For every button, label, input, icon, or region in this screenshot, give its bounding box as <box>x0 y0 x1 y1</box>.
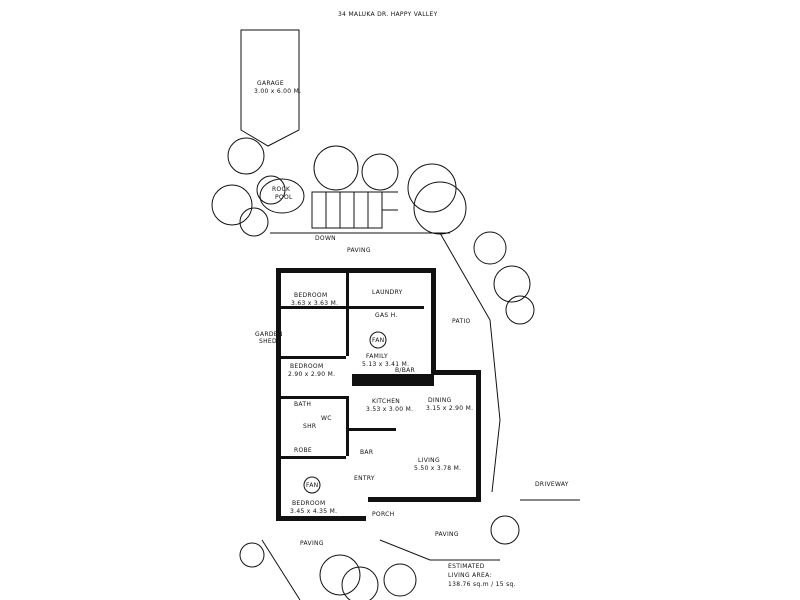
landscape-labels: DOWN PAVING PATIO GARDEN SHED DRIVEWAY P… <box>255 235 569 547</box>
family-dims: 5.13 x 3.41 M. <box>362 361 409 368</box>
fan1-label: FAN <box>372 337 384 344</box>
bedroom1-dims: 3.63 x 3.63 M. <box>291 300 338 307</box>
garage: GARAGE 3.00 x 6.00 M. <box>240 29 301 147</box>
garden-shed-label-2: SHED <box>259 338 277 345</box>
dining-name: DINING <box>428 397 452 404</box>
address-title: 34 MALUKA DR. HAPPY VALLEY <box>338 11 438 18</box>
wc-label: WC <box>321 415 332 422</box>
bath-label: BATH <box>294 401 311 408</box>
room-labels: BEDROOM 3.63 x 3.63 M. LAUNDRY GAS H. FA… <box>288 289 473 518</box>
entry-label: ENTRY <box>354 475 375 482</box>
rock-pool-label-1: ROCK <box>272 186 291 193</box>
bedroom2-name: BEDROOM <box>290 363 323 370</box>
br-bar-label: B/BAR <box>395 367 415 374</box>
rock-pool: ROCK POOL <box>259 178 305 214</box>
garden-shed-label-1: GARDEN <box>255 331 283 338</box>
living-name: LIVING <box>418 457 440 464</box>
garden-steps <box>311 191 398 229</box>
kitchen-dims: 3.53 x 3.00 M. <box>366 406 413 413</box>
tree-cluster-top <box>313 145 467 235</box>
paving-bottom-left-label: PAVING <box>300 540 324 547</box>
garage-label: GARAGE <box>257 80 284 87</box>
tree-cluster-bottom <box>239 515 520 600</box>
porch-label: PORCH <box>372 511 394 518</box>
house-walls <box>276 268 481 521</box>
fan2-label: FAN <box>306 482 318 489</box>
dining-dims: 3.15 x 2.90 M. <box>426 405 473 412</box>
estimate-line3: 138.76 sq.m / 15 sq. <box>448 581 516 588</box>
shr-label: SHR <box>303 423 316 430</box>
driveway-label: DRIVEWAY <box>535 481 569 488</box>
site-boundary-lines <box>261 232 580 600</box>
estimate-line2: LIVING AREA: <box>448 572 492 579</box>
gas-hw-label: GAS H. <box>375 312 398 319</box>
rock-pool-label-2: POOL <box>275 194 293 201</box>
estimate-line1: ESTIMATED <box>448 563 485 570</box>
robe-label: ROBE <box>294 447 312 454</box>
bar-label: BAR <box>360 449 373 456</box>
living-area-estimate: ESTIMATED LIVING AREA: 138.76 sq.m / 15 … <box>448 563 516 588</box>
garage-dims: 3.00 x 6.00 M. <box>254 88 301 95</box>
patio-label: PATIO <box>452 318 471 325</box>
bedroom3-name: BEDROOM <box>292 500 325 507</box>
paving-bottom-right-label: PAVING <box>435 531 459 538</box>
kitchen-name: KITCHEN <box>372 398 400 405</box>
down-label: DOWN <box>315 235 336 242</box>
paving-top-label: PAVING <box>347 247 371 254</box>
tree-cluster-right <box>473 231 535 325</box>
tree-cluster-left <box>211 137 286 237</box>
bedroom3-dims: 3.45 x 4.35 M. <box>290 508 337 515</box>
laundry-label: LAUNDRY <box>372 289 403 296</box>
family-name: FAMILY <box>366 353 388 360</box>
living-dims: 5.50 x 3.78 M. <box>414 465 461 472</box>
bedroom1-name: BEDROOM <box>294 292 327 299</box>
bedroom2-dims: 2.90 x 2.90 M. <box>288 371 335 378</box>
